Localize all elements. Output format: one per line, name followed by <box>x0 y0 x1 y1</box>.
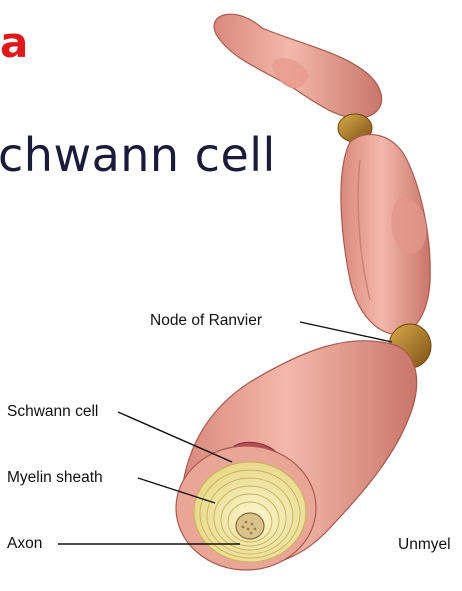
label-unmyelinated: Unmyel <box>398 537 451 553</box>
label-schwann-cell: Schwann cell <box>7 404 98 420</box>
schwann-segment-middle <box>341 135 430 335</box>
label-myelin-sheath: Myelin sheath <box>7 470 103 486</box>
label-axon: Axon <box>7 536 42 552</box>
cross-section <box>176 446 316 570</box>
label-node-of-ranvier: Node of Ranvier <box>150 313 262 329</box>
axon-core <box>236 513 264 539</box>
schwann-segment-top <box>214 14 382 118</box>
